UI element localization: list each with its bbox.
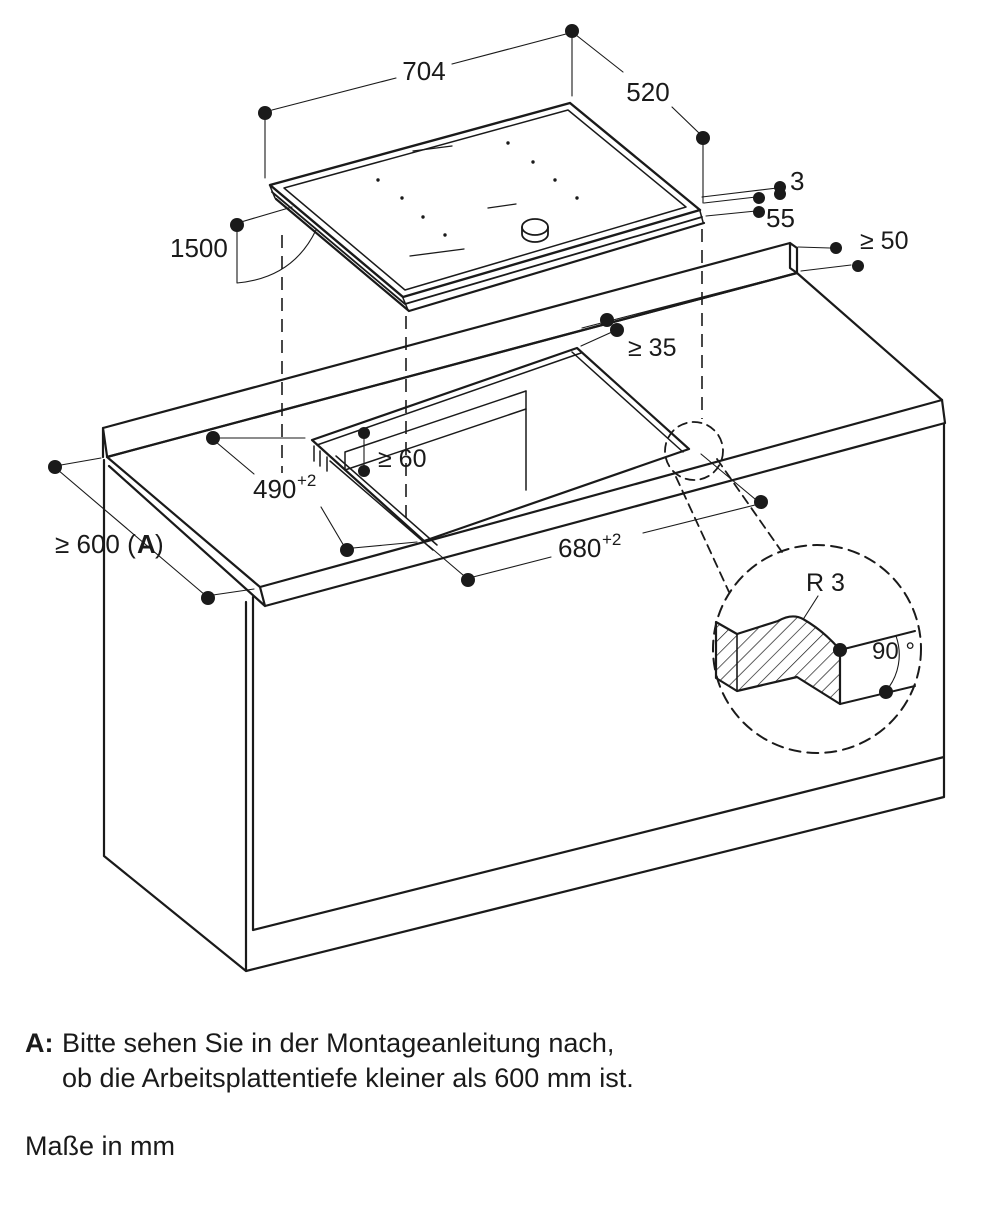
corner-detail (664, 421, 922, 754)
cutout-inner-walls (313, 351, 684, 551)
projection-lines (281, 229, 703, 518)
footnote-label: A: (25, 1028, 54, 1058)
cooktop-body-edge (274, 197, 706, 313)
dim-cable-length: 1500 (170, 233, 228, 263)
dim-body-height: 55 (766, 203, 795, 233)
worktop-cross-section (714, 615, 842, 706)
units-note: Maße in mm (25, 1131, 175, 1161)
cooktop (268, 101, 706, 313)
dim-cooktop-depth: 520 (626, 77, 669, 107)
svg-text:): ) (155, 529, 164, 559)
cabinet-body (102, 422, 946, 973)
dim-corner-angle: 90 ° (872, 638, 915, 665)
footnote: A: Bitte sehen Sie in der Montageanleitu… (25, 1028, 634, 1093)
detail-source-circle (664, 421, 724, 481)
footnote-line2: ob die Arbeitsplattentiefe kleiner als 6… (62, 1063, 634, 1093)
dim-cooktop-width: 704 (402, 56, 445, 86)
svg-text:490: 490 (253, 474, 296, 504)
dim-cutout-depth-tolerance: +2 (297, 471, 316, 490)
cooktop-inner-border (283, 109, 687, 291)
worktop-top (105, 271, 944, 589)
detail-zoom-circle (712, 544, 922, 754)
svg-text:≥ 600 (: ≥ 600 ( (55, 529, 136, 559)
dimension-dots (48, 24, 864, 605)
svg-text:680: 680 (558, 533, 601, 563)
cooktop-glass-outline (268, 101, 702, 299)
cooking-zone-marks (409, 145, 517, 257)
worktop-depth-ref-a: A (137, 529, 156, 559)
dim-wall-distance: ≥ 35 (628, 334, 676, 362)
control-knob (521, 218, 549, 243)
dim-cutout-width-tolerance: +2 (602, 530, 621, 549)
worktop-edge-band (107, 398, 947, 608)
cutout-opening (310, 346, 691, 543)
dim-glass-thickness: 3 (790, 166, 804, 196)
dim-under-clearance: ≥ 60 (378, 445, 426, 473)
dim-cutout-depth: 490 +2 (253, 471, 316, 504)
dim-corner-radius: R 3 (806, 569, 845, 597)
cooking-zone-dots (376, 141, 579, 237)
footnote-line1: Bitte sehen Sie in der Montageanleitung … (62, 1028, 614, 1058)
dim-worktop-depth: ≥ 600 ( A ) (55, 529, 164, 559)
dim-rear-clearance: ≥ 50 (860, 227, 908, 255)
dimension-lines (57, 33, 852, 596)
worktop-cabinet (101, 241, 947, 973)
backsplash (101, 241, 799, 459)
dim-cutout-width: 680 +2 (558, 530, 621, 563)
